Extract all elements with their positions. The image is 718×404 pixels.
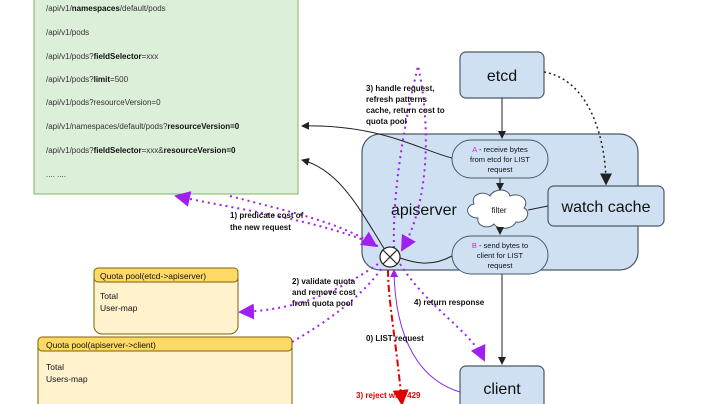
handle-request-line3: cache, return cost to xyxy=(366,106,445,115)
reject-arrow xyxy=(387,269,409,404)
request-line-1: /api/v1/namespaces/default/pods xyxy=(46,4,166,13)
step-b-line2: client for LIST xyxy=(477,251,524,260)
etcd-label: etcd xyxy=(487,68,517,85)
request-line-6-segment: resourceVersion=0 xyxy=(167,122,239,131)
request-line-6-segment: /api/v1/namespaces/default/pods? xyxy=(46,122,168,131)
watch-cache-to-filter-line xyxy=(527,205,549,211)
filter-label: filter xyxy=(491,206,506,215)
quota-pool-1-total: Total xyxy=(100,291,118,301)
request-line-4-segment: /api/v1/pods? xyxy=(46,75,94,84)
step-b-line3: request xyxy=(487,261,513,270)
return-response-arrow xyxy=(399,263,486,362)
rate-limiter-node[interactable] xyxy=(379,246,401,268)
list-request-arrow xyxy=(390,269,461,393)
handle-request-loop xyxy=(392,65,427,252)
validate-line2: and remove cost xyxy=(292,288,356,297)
step-b-to-xnode-line xyxy=(399,255,453,264)
request-line-4: /api/v1/pods?limit=500 xyxy=(46,75,129,84)
step-a-line2: from etcd for LIST xyxy=(470,155,530,164)
validate-line3: from quota pool xyxy=(292,299,353,308)
request-line-3-segment: /api/v1/pods? xyxy=(46,52,94,61)
quota-pool-etcd-apiserver: Quota pool(etcd->apiserver) Total User-m… xyxy=(93,267,239,335)
apiserver-label: apiserver xyxy=(391,202,457,219)
handle-request-line4: quota pool xyxy=(366,117,407,126)
reject-label: 3) reject with 429 xyxy=(356,391,421,400)
step-a-line3: request xyxy=(487,165,513,174)
request-line-3-segment: fieldSelector xyxy=(94,52,142,61)
quota-pool-2-usermap: Users-map xyxy=(46,374,88,384)
request-line-4-segment: =500 xyxy=(110,75,129,84)
svg-text:B - send bytes to: B - send bytes to xyxy=(472,241,528,250)
predicate-line2: the new request xyxy=(230,223,291,232)
step-a-to-panel-arrow xyxy=(301,121,453,159)
quota-pool-1-usermap: User-map xyxy=(100,303,138,313)
step-a-line1: - receive bytes xyxy=(477,145,528,154)
panel-to-xnode-dotted xyxy=(229,195,378,248)
quota-pool-2-total: Total xyxy=(46,362,64,372)
request-line-3: /api/v1/pods?fieldSelector=xxx xyxy=(46,52,158,61)
request-line-7-segment: resourceVersion=0 xyxy=(164,146,236,155)
step-a-node: A - receive bytes from etcd for LIST req… xyxy=(451,139,549,179)
client-node[interactable] xyxy=(459,365,545,404)
quota-pool-1-title: Quota pool(etcd->apiserver) xyxy=(100,271,206,281)
request-line-8-segment: .... .... xyxy=(46,170,66,179)
quota-pool-2-title: Quota pool(apiserver->client) xyxy=(46,340,156,350)
request-line-5: /api/v1/pods?resourceVersion=0 xyxy=(46,98,161,107)
watch-cache-label: watch cache xyxy=(561,199,651,216)
request-line-7-segment: =xxx& xyxy=(142,146,165,155)
step-b-line1: - send bytes to xyxy=(477,241,528,250)
step-a-prefix: A xyxy=(472,145,477,154)
request-line-7-segment: fieldSelector xyxy=(94,146,142,155)
request-line-2-segment: /api/v1/pods xyxy=(46,28,89,37)
request-line-4-segment: limit xyxy=(94,75,111,84)
request-line-1-segment: /default/pods xyxy=(120,4,166,13)
filter-cloud: filter xyxy=(467,189,529,229)
validate-line1: 2) validate quota xyxy=(292,277,356,286)
pool2-to-xnode-dotted xyxy=(291,267,383,343)
client-label: client xyxy=(483,381,521,398)
etcd-to-watch-cache-arrow xyxy=(543,71,612,186)
request-line-1-segment: namespaces xyxy=(72,4,121,13)
list-request-label: 0) LIST request xyxy=(366,334,424,343)
requests-panel: /api/v1/namespaces/default/pods/api/v1/p… xyxy=(33,0,299,195)
predicate-cost-arrow xyxy=(174,191,379,247)
svg-text:A - receive bytes: A - receive bytes xyxy=(472,145,528,154)
handle-request-line2: refresh patterns xyxy=(366,95,427,104)
step-b-node: B - send bytes to client for LIST reques… xyxy=(451,235,549,275)
request-line-8: .... .... xyxy=(46,170,66,179)
request-line-7: /api/v1/pods?fieldSelector=xxx&resourceV… xyxy=(46,146,236,155)
request-line-5-segment: /api/v1/pods?resourceVersion=0 xyxy=(46,98,161,107)
request-line-7-segment: /api/v1/pods? xyxy=(46,146,94,155)
request-line-2: /api/v1/pods xyxy=(46,28,89,37)
quota-pool-apiserver-client: Quota pool(apiserver->client) Total User… xyxy=(37,336,293,404)
request-line-3-segment: =xxx xyxy=(142,52,159,61)
predicate-line1: 1) predicate cost of xyxy=(230,211,304,220)
return-response-label: 4) return response xyxy=(414,298,485,307)
request-list: /api/v1/namespaces/default/pods/api/v1/p… xyxy=(46,4,240,179)
request-line-6: /api/v1/namespaces/default/pods?resource… xyxy=(46,122,240,131)
handle-request-line1: 3) handle request, xyxy=(366,84,434,93)
request-line-1-segment: /api/v1/ xyxy=(46,4,73,13)
step-b-prefix: B xyxy=(472,241,477,250)
